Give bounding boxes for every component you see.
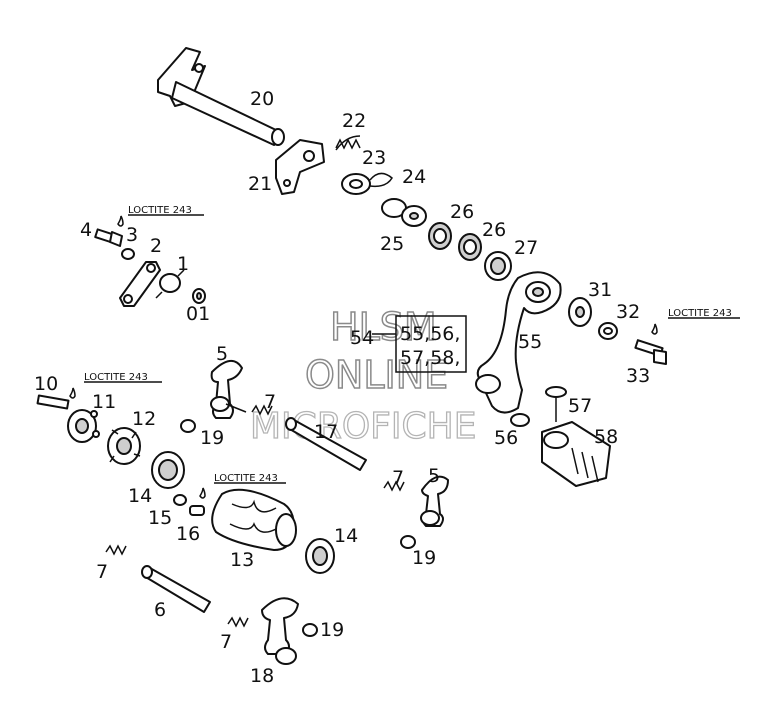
loctite-label-center: LOCTITE 243	[214, 473, 278, 484]
callout-54: 54	[350, 327, 374, 349]
part-7-spring-b	[383, 480, 405, 492]
callout-25: 25	[380, 233, 404, 255]
part-4-bolt	[94, 228, 123, 247]
part-23-clip	[341, 173, 371, 195]
callout-1: 1	[177, 253, 189, 275]
part-18-shift-fork	[261, 597, 299, 665]
part-14-bearing-a	[151, 451, 185, 489]
callout-19b: 19	[412, 547, 436, 569]
callout-2: 2	[150, 235, 162, 257]
part-1-spring	[155, 269, 185, 299]
part-15-washer	[173, 494, 187, 506]
callout-55-group-line1: 55,56,	[400, 323, 460, 345]
callout-55-group-line2: 57,58,	[400, 347, 460, 369]
part-24-spring-clip	[369, 172, 407, 218]
part-33-bolt	[634, 339, 667, 365]
callout-14b: 14	[334, 525, 358, 547]
callout-31: 31	[588, 279, 612, 301]
callout-12: 12	[132, 408, 156, 430]
callout-13: 13	[230, 549, 254, 571]
part-31-washer	[568, 297, 592, 327]
callout-55: 55	[518, 331, 542, 353]
loctite-callout-right: LOCTITE 243	[651, 308, 740, 335]
callout-21: 21	[248, 173, 272, 195]
callout-19c: 19	[320, 619, 344, 641]
part-12-locking-star	[107, 427, 141, 465]
part-5-shift-fork-b	[420, 475, 449, 527]
callout-7b: 7	[392, 467, 404, 489]
part-22-spring	[335, 135, 361, 151]
part-6-fork-shaft	[141, 565, 211, 613]
callout-7c: 7	[96, 561, 108, 583]
part-16-pin	[189, 505, 205, 516]
callout-26a: 26	[450, 201, 474, 223]
callout-7a: 7	[264, 391, 276, 413]
part-25-washer	[401, 205, 427, 227]
part-20-shift-shaft	[157, 47, 285, 146]
part-2-lever	[119, 261, 161, 307]
loctite-callout-center: LOCTITE 243	[199, 473, 286, 499]
part-7-spring-a	[251, 404, 273, 416]
part-55-shift-lever	[475, 271, 562, 414]
part-32-circlip	[598, 322, 618, 340]
callout-57: 57	[568, 395, 592, 417]
part-54-group-box	[372, 315, 467, 373]
callout-4: 4	[80, 219, 92, 241]
part-11-shift-drum-cam	[67, 409, 100, 443]
callout-17: 17	[314, 421, 338, 443]
part-19-roller-b	[400, 535, 416, 549]
callout-22: 22	[342, 110, 366, 132]
part-26-bearing-a	[428, 222, 452, 250]
loctite-callout-left: LOCTITE 243	[69, 372, 162, 399]
callout-10: 10	[34, 373, 58, 395]
callout-6: 6	[154, 599, 166, 621]
callout-27: 27	[514, 237, 538, 259]
part-58-footpeg	[541, 421, 611, 487]
callout-24: 24	[402, 166, 426, 188]
callout-14a: 14	[128, 485, 152, 507]
part-01-nut	[192, 288, 206, 304]
callout-15: 15	[148, 507, 172, 529]
part-26-bearing-b	[458, 233, 482, 261]
part-27-bushing	[484, 251, 512, 281]
part-3-washer	[121, 248, 135, 260]
watermark-line2: ONLINE	[305, 353, 448, 397]
callout-3: 3	[126, 224, 138, 246]
part-17-fork-shaft	[285, 417, 367, 471]
part-57-pin	[545, 386, 567, 422]
part-14-bearing-b	[305, 538, 335, 574]
callout-20: 20	[250, 88, 274, 110]
callout-01: 01	[186, 303, 210, 325]
callout-26b: 26	[482, 219, 506, 241]
callout-16: 16	[176, 523, 200, 545]
callout-56: 56	[494, 427, 518, 449]
loctite-callout-top-left: LOCTITE 243	[117, 205, 204, 227]
part-5-shift-fork-a	[210, 360, 247, 419]
callout-58: 58	[594, 426, 618, 448]
part-19-roller-a	[180, 419, 196, 433]
callout-7d: 7	[220, 631, 232, 653]
loctite-label-left: LOCTITE 243	[84, 372, 148, 383]
part-56-spring-clip	[510, 413, 530, 427]
callout-32: 32	[616, 301, 640, 323]
part-7-spring-d	[227, 616, 249, 628]
callout-5b: 5	[428, 465, 440, 487]
callout-5a: 5	[216, 343, 228, 365]
part-10-bolt	[36, 394, 70, 410]
loctite-label-top-left: LOCTITE 243	[128, 205, 192, 216]
callout-labels: 20 21 22 23 24 25 26 26 27 4 3 2 1 01 31…	[34, 88, 650, 687]
callout-18: 18	[250, 665, 274, 687]
callout-33: 33	[626, 365, 650, 387]
part-13-shift-drum	[211, 488, 297, 551]
part-7-spring-c	[105, 544, 127, 556]
loctite-label-right: LOCTITE 243	[668, 308, 732, 319]
callout-19a: 19	[200, 427, 224, 449]
watermark-line3: MICROFICHE	[250, 406, 476, 447]
part-19-roller-c	[302, 623, 318, 637]
callout-23: 23	[362, 147, 386, 169]
callout-11: 11	[92, 391, 116, 413]
part-21-guide-plate	[275, 139, 325, 195]
watermark-line1: HLSM	[330, 305, 437, 349]
